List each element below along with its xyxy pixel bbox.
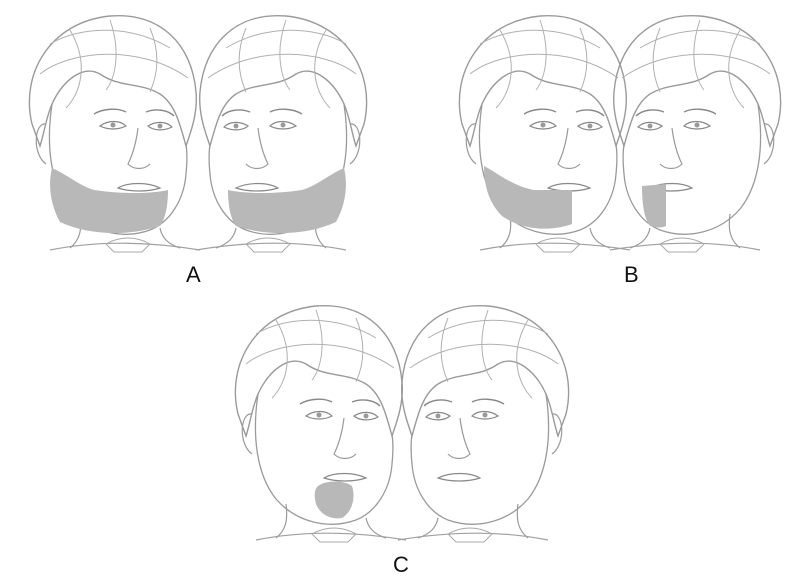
jaw-shading-area: [50, 168, 168, 233]
jaw-shading-area: [484, 166, 572, 229]
panel-a-illustration: [10, 4, 386, 254]
panel-b-illustration: [440, 4, 800, 254]
panel-label-c: C: [393, 552, 409, 578]
panel-label-b: B: [624, 262, 639, 288]
panel-a: [10, 4, 386, 254]
panel-c-illustration: [216, 294, 588, 544]
chin-shading-area: [315, 482, 354, 519]
panel-b: [440, 4, 800, 254]
panel-label-a: A: [186, 262, 201, 288]
panel-c: [216, 294, 588, 544]
